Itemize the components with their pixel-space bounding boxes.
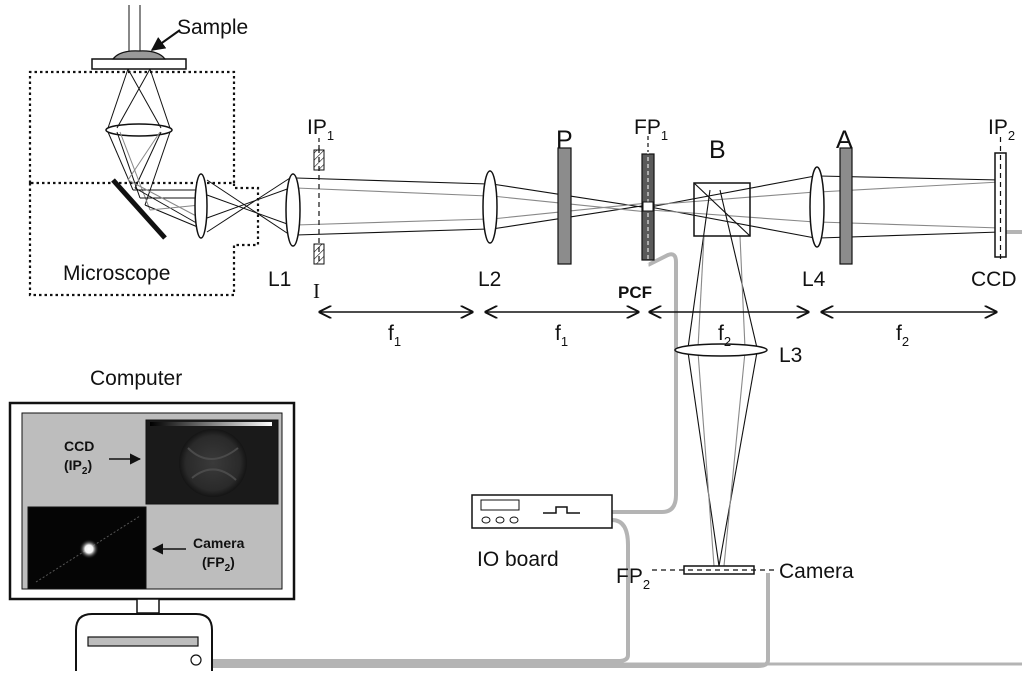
label-sample: Sample <box>177 16 248 39</box>
io-board <box>472 495 612 528</box>
label-l4: L4 <box>802 268 826 291</box>
computer: CCD (IP2) Camera (FP2) <box>10 403 294 671</box>
cables <box>208 232 1022 666</box>
label-a: A <box>836 126 853 154</box>
ccd-sensor <box>995 137 1006 262</box>
lens-l4 <box>810 167 824 247</box>
objective-lens <box>106 124 172 136</box>
label-camera: Camera <box>779 560 854 583</box>
label-distance-1: f1 <box>388 322 401 349</box>
lens-l2 <box>483 171 497 243</box>
label-distance-3: f2 <box>718 322 731 349</box>
sample <box>113 51 165 59</box>
polarization-control-filter-pcf <box>642 150 654 268</box>
polarizer-p <box>558 148 571 264</box>
label-ip1: IP1 <box>307 116 334 143</box>
sample-arrow <box>152 30 180 50</box>
sample-stage <box>92 59 186 69</box>
label-image-mark: I <box>313 279 320 303</box>
microscope <box>30 5 290 295</box>
analyzer-a <box>840 148 852 264</box>
label-ip2: IP2 <box>988 116 1015 143</box>
monitor-stand <box>137 599 159 613</box>
label-b: B <box>709 136 726 164</box>
intermediate-image-plane-ip1 <box>314 148 324 265</box>
label-ccd: CCD <box>971 268 1017 291</box>
lens-l3 <box>675 344 767 356</box>
lens-l1 <box>286 174 300 246</box>
tube-lens <box>195 174 207 238</box>
screen-label-ccd: CCD <box>64 438 94 454</box>
label-microscope: Microscope <box>63 262 170 285</box>
label-computer: Computer <box>90 367 182 390</box>
screen-label-camera: Camera <box>193 535 245 551</box>
label-fp1: FP1 <box>634 116 668 143</box>
label-l1: L1 <box>268 268 291 291</box>
label-pcf: PCF <box>618 283 652 302</box>
label-l3: L3 <box>779 344 802 367</box>
label-distance-4: f2 <box>896 322 909 349</box>
label-p: P <box>556 126 573 154</box>
label-distance-2: f1 <box>555 322 568 349</box>
camera-sensor <box>652 566 774 574</box>
label-l2: L2 <box>478 268 501 291</box>
beam-splitter-b <box>694 183 750 236</box>
label-io-board: IO board <box>477 548 559 571</box>
label-fp2: FP2 <box>616 565 650 592</box>
